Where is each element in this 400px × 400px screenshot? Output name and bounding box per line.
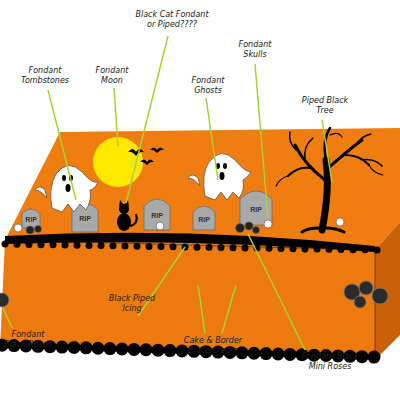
icing-scallop — [158, 243, 165, 250]
icing-scallop — [98, 242, 105, 249]
icing-scallop — [50, 241, 57, 248]
tombstone-text: RIP — [73, 215, 97, 223]
icing-scallop — [302, 245, 309, 252]
border-scallop — [272, 347, 285, 360]
icing-scallop — [122, 243, 129, 250]
border-scallop — [152, 344, 165, 357]
callout-label: Fondant Tombstones — [15, 66, 75, 86]
border-scallop — [68, 341, 81, 354]
callout-label: Fondant Moon — [89, 66, 135, 86]
icing-scallop — [218, 244, 225, 251]
mini-roses — [26, 222, 260, 234]
ghosts — [35, 153, 251, 212]
icing-scallop — [338, 246, 345, 253]
callout-label: Fondant Skulls — [230, 40, 280, 60]
callout-label: Piped Black Tree — [299, 96, 351, 116]
icing-scallop — [290, 245, 297, 252]
border-scallop — [56, 341, 69, 354]
skulls — [14, 218, 344, 232]
icing-scallop — [326, 246, 333, 253]
icing-scallop — [206, 244, 213, 251]
icing-scallop — [134, 243, 141, 250]
icing-scallop — [314, 246, 321, 253]
border-scallop — [116, 343, 129, 356]
icing-scallop — [362, 246, 369, 253]
border-scallop — [104, 342, 117, 355]
piped-icing — [5, 233, 375, 252]
black-roses — [0, 281, 388, 308]
black-cat — [117, 200, 137, 231]
icing-scallop — [242, 244, 249, 251]
border-scallop — [140, 343, 153, 356]
tombstone-text: RIP — [194, 216, 214, 224]
callout-label: Fondant Black Mini Roses — [300, 352, 360, 372]
icing-scallop — [110, 242, 117, 249]
icing-scallop — [374, 247, 381, 254]
icing-scallop — [350, 246, 357, 253]
black-tree — [276, 128, 383, 232]
tombstone-text: RIP — [242, 206, 270, 214]
tombstone-text: RIP — [22, 216, 40, 224]
icing-scallop — [86, 242, 93, 249]
border-scallop — [260, 347, 273, 360]
icing-scallop — [266, 245, 273, 252]
icing-scallop — [170, 243, 177, 250]
callout-label: Fondant Ghosts — [182, 76, 234, 96]
icing-scallop — [26, 241, 33, 248]
callout-label: Fondant Black Roses — [2, 330, 54, 350]
icing-scallop — [74, 242, 81, 249]
border-scallop — [164, 344, 177, 357]
callout-label: Black Piped Icing — [106, 294, 158, 314]
border-scallop — [128, 343, 141, 356]
cake-top — [5, 128, 400, 250]
border-scallop — [368, 351, 381, 364]
icing-scallop — [194, 244, 201, 251]
icing-scallop — [230, 244, 237, 251]
leader-lines — [3, 36, 332, 350]
border-scallop — [80, 341, 93, 354]
border-scallop — [284, 348, 297, 361]
icing-scallop — [278, 245, 285, 252]
icing-scallop — [14, 241, 21, 248]
icing-scallop — [2, 241, 9, 248]
border-scallop — [248, 347, 261, 360]
cake-edge — [375, 250, 376, 360]
tombstone-text: RIP — [145, 212, 169, 220]
callout-label: Black Cat Fondant or Piped???? — [131, 10, 213, 30]
ghost-faces — [62, 163, 227, 192]
callout-label: Cake & Border Buttercream — [177, 336, 249, 356]
cake-front — [0, 240, 375, 360]
icing-scallop — [38, 241, 45, 248]
icing-scallop — [62, 242, 69, 249]
icing-scallop — [146, 243, 153, 250]
border-scallop — [92, 342, 105, 355]
border-scallop — [176, 344, 189, 357]
icing-scallops — [2, 241, 381, 254]
bats — [128, 148, 164, 166]
